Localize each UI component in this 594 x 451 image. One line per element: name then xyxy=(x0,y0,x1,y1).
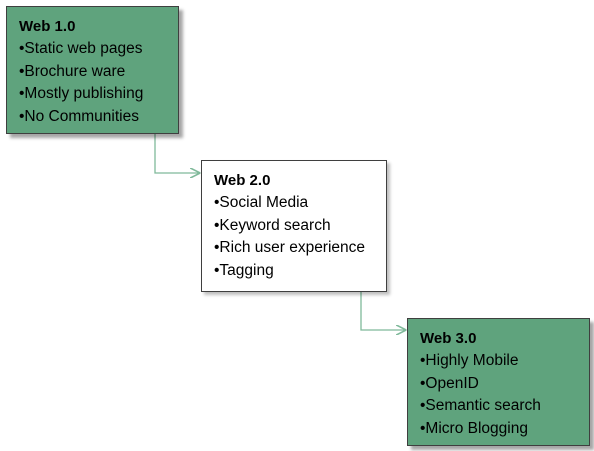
web3-list: •Highly Mobile •OpenID •Semantic search … xyxy=(420,350,575,440)
list-item: •Static web pages xyxy=(19,40,143,57)
list-item: •Keyword search xyxy=(214,216,331,234)
connector-web1-to-web2 xyxy=(154,134,199,173)
list-item: •Highly Mobile xyxy=(420,352,519,369)
list-item: •Brochure ware xyxy=(19,62,126,80)
web2-list: •Social Media •Keyword search •Rich user… xyxy=(214,192,372,282)
list-item: •Social Media xyxy=(214,194,309,211)
web3-title: Web 3.0 xyxy=(420,330,477,347)
list-item: •Semantic search xyxy=(420,397,541,414)
web3-box: Web 3.0 •Highly Mobile •OpenID •Semantic… xyxy=(407,318,590,446)
list-item: •Tagging xyxy=(214,261,274,279)
list-item: •OpenID xyxy=(420,374,479,392)
web2-box: Web 2.0 •Social Media •Keyword search •R… xyxy=(201,160,387,292)
list-item: •Mostly publishing xyxy=(19,85,144,102)
list-item: •No Communities xyxy=(19,107,139,125)
connector-web2-to-web3 xyxy=(360,292,405,330)
list-item: •Micro Blogging xyxy=(420,419,528,437)
web1-title: Web 1.0 xyxy=(19,18,76,35)
web2-title: Web 2.0 xyxy=(214,172,271,189)
list-item: •Rich user experience xyxy=(214,239,366,256)
web1-list: •Static web pages •Brochure ware •Mostly… xyxy=(19,38,164,128)
web1-box: Web 1.0 •Static web pages •Brochure ware… xyxy=(6,6,179,134)
